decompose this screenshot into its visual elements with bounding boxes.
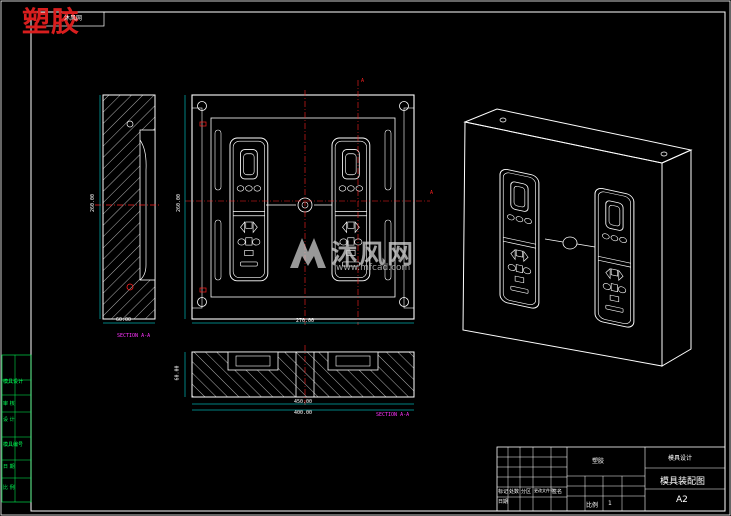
drawing-frame — [30, 11, 726, 512]
title-block-scale-label: 比例 — [586, 502, 599, 509]
title-block-sheet-no: 1 — [608, 500, 612, 507]
side-label-2: 审 核 — [3, 401, 15, 407]
dim-bottom-width-2: 400.00 — [294, 410, 313, 416]
side-label-6: 比 例 — [3, 485, 15, 491]
left-side-block — [1, 354, 32, 503]
title-block-school: 模具设计 — [668, 455, 693, 462]
side-label-1: 模具设计 — [3, 379, 24, 385]
dim-front-width: 270.00 — [296, 318, 315, 324]
marker-a-right: A — [430, 190, 434, 196]
side-label-4: 模具编号 — [3, 442, 24, 448]
marker-a-top: A — [361, 78, 365, 84]
dim-side-height: 260.00 — [90, 193, 97, 213]
section-label-bottom: SECTION A-A — [376, 412, 410, 418]
title-box-text: 沐风网 — [64, 15, 83, 22]
title-block-row-label-5: 签名 — [552, 489, 563, 495]
bottom-section-view — [184, 345, 415, 411]
side-label-3: 设 计 — [3, 417, 15, 423]
front-view — [184, 80, 430, 325]
title-block-row-label-3: 分区 — [521, 489, 532, 495]
title-block-sheet-size: A2 — [676, 495, 688, 505]
title-block-row-label-4: 更改文件号 — [534, 488, 554, 493]
title-block-row-label-1: 标记 — [498, 489, 509, 495]
isometric-view — [462, 108, 693, 367]
title-stamp: 塑胶 — [22, 5, 81, 38]
dim-bottom-width-1: 450.00 — [294, 399, 313, 405]
title-block-drawing-name: 模具装配图 — [660, 477, 706, 487]
dim-front-height: 260.00 — [176, 193, 183, 213]
title-stamp-box — [30, 11, 105, 27]
title-block-row-label-2: 处数 — [509, 489, 520, 495]
section-label-side: SECTION A-A — [117, 333, 151, 339]
side-view — [95, 94, 160, 324]
title-block-grid — [496, 446, 726, 512]
title-block-company: 塑胶 — [592, 458, 605, 465]
side-label-5: 日 期 — [3, 464, 15, 470]
title-block-row-label-6: 日期 — [498, 499, 509, 505]
dim-side-depth: 60.00 — [116, 317, 132, 323]
dim-bottom-height: 60.00 — [174, 365, 181, 381]
